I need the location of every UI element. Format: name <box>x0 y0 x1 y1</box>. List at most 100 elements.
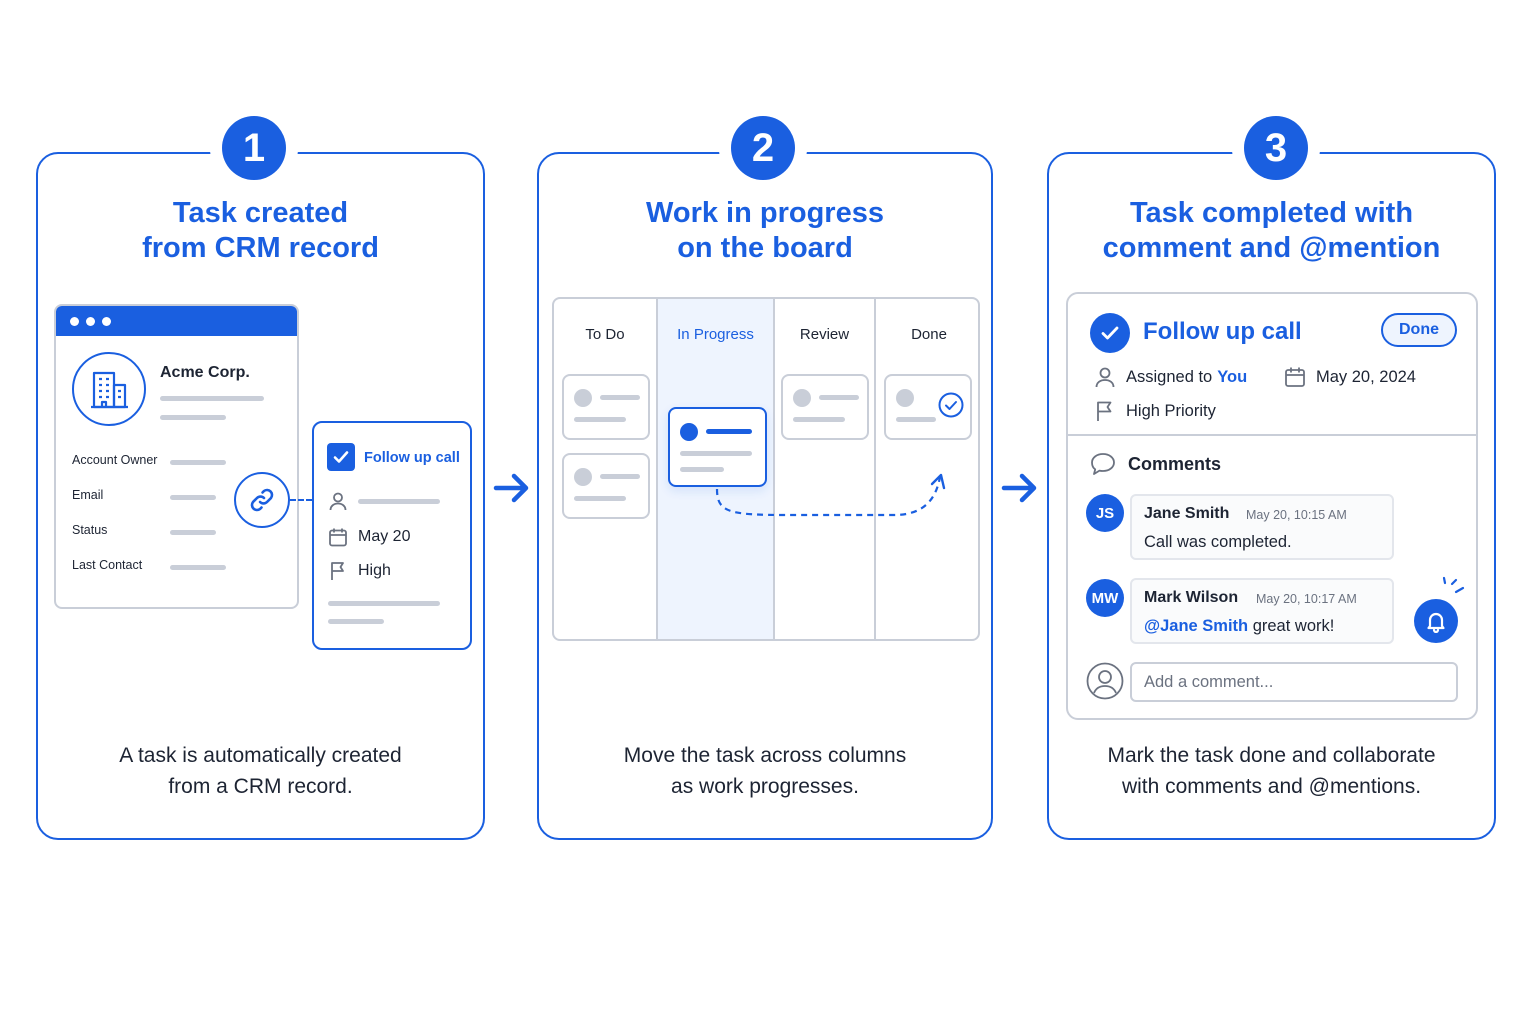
placeholder-line <box>328 619 384 624</box>
crm-record-window: Acme Corp. Account Owner Email Status La… <box>54 304 299 609</box>
step-2-title: Work in progress on the board <box>539 196 991 266</box>
crm-field-last-contact: Last Contact <box>72 558 143 572</box>
step-2-caption-line-1: Move the task across columns <box>623 744 907 767</box>
board-card-completed[interactable] <box>884 374 972 440</box>
board-card[interactable] <box>562 374 650 440</box>
crm-window-titlebar <box>56 306 297 336</box>
mention-link[interactable]: @Jane Smith <box>1144 617 1249 635</box>
arrow-right-icon <box>1001 473 1037 503</box>
person-icon <box>1095 367 1115 388</box>
assigned-label: Assigned to <box>1126 367 1213 386</box>
notification-rays <box>1442 576 1465 594</box>
crm-field-status: Status <box>72 523 108 537</box>
comment-author: Mark Wilson <box>1144 589 1239 606</box>
step-2-caption: Move the task across columns as work pro… <box>539 740 991 802</box>
due-date: May 20, 2024 <box>1316 367 1416 386</box>
placeholder-dot <box>896 389 914 407</box>
comment-text-body: great work! <box>1248 617 1335 635</box>
placeholder-line <box>358 498 440 504</box>
placeholder-line <box>680 467 724 472</box>
avatar: JS <box>1086 494 1124 532</box>
moving-task-card[interactable] <box>668 407 767 487</box>
placeholder-line <box>574 417 626 422</box>
comment-input[interactable] <box>1130 662 1458 702</box>
user-avatar-icon <box>1086 662 1124 700</box>
placeholder-line <box>819 395 859 400</box>
step-1-caption: A task is automatically created from a C… <box>38 740 483 802</box>
step-2-title-line-2: on the board <box>677 232 853 264</box>
step-1-caption-line-2: from a CRM record. <box>168 775 353 798</box>
link-icon <box>234 472 290 528</box>
divider <box>1068 434 1476 436</box>
window-dot-icon <box>86 316 95 326</box>
placeholder-line <box>160 415 226 420</box>
person-icon <box>329 492 347 511</box>
board-card[interactable] <box>781 374 869 440</box>
step-3-caption-line-1: Mark the task done and collaborate <box>1107 744 1436 767</box>
column-header-review: Review <box>799 326 850 343</box>
step-1-caption-line-1: A task is automatically created <box>119 744 402 767</box>
arrow-right-icon <box>493 473 529 503</box>
placeholder-line <box>328 601 440 606</box>
check-circle-icon[interactable] <box>1090 313 1130 353</box>
placeholder-line <box>600 395 640 400</box>
step-2-title-line-1: Work in progress <box>646 197 884 229</box>
bell-icon[interactable] <box>1414 599 1458 643</box>
kanban-board: To Do In Progress Review Done <box>552 297 980 641</box>
placeholder-line <box>170 495 216 500</box>
step-3-caption: Mark the task done and collaborate with … <box>1049 740 1494 802</box>
flag-icon <box>1097 401 1112 421</box>
placeholder-line <box>793 417 845 422</box>
comment-text: Call was completed. <box>1144 533 1292 551</box>
step-1-panel: 1 Task created from CRM record Acme Corp… <box>36 116 485 840</box>
placeholder-line <box>680 451 752 456</box>
step-2-caption-line-2: as work progresses. <box>671 775 859 798</box>
step-1-title-line-1: Task created <box>172 197 349 229</box>
task-card-due-date: May 20 <box>358 528 411 545</box>
board-column-todo[interactable]: To Do <box>554 299 658 639</box>
placeholder-line <box>896 417 936 422</box>
placeholder-dot <box>793 389 811 407</box>
window-dot-icon <box>70 316 79 326</box>
step-3-title-line-1: Task completed with <box>1129 197 1414 229</box>
status-badge[interactable]: Done <box>1381 313 1457 347</box>
flag-icon <box>331 562 344 580</box>
task-line <box>706 429 752 434</box>
task-card-assignee-row <box>328 491 440 511</box>
comment-author: Jane Smith <box>1144 505 1230 522</box>
placeholder-dot <box>574 468 592 486</box>
step-3-badge: 3 <box>1244 116 1308 180</box>
crm-field-account-owner: Account Owner <box>72 453 158 467</box>
step-3-panel: 3 Task completed with comment and @menti… <box>1047 116 1496 840</box>
placeholder-line <box>170 565 226 570</box>
board-card[interactable] <box>562 453 650 519</box>
task-dot <box>680 423 698 441</box>
comment-item: Jane Smith May 20, 10:15 AM Call was com… <box>1130 494 1394 560</box>
link-connector <box>290 499 312 501</box>
placeholder-dot <box>574 389 592 407</box>
comment-text: @Jane Smith great work! <box>1144 617 1334 636</box>
comments-header: Comments <box>1090 452 1221 476</box>
board-column-done[interactable]: Done <box>876 299 978 639</box>
calendar-icon <box>329 528 347 547</box>
step-2-badge: 2 <box>731 116 795 180</box>
comment-timestamp: May 20, 10:15 AM <box>1246 508 1347 522</box>
task-card-priority: High <box>358 562 391 579</box>
priority-row: High Priority <box>1094 400 1216 422</box>
assignee-link[interactable]: You <box>1217 367 1248 386</box>
check-circle-icon <box>938 392 964 418</box>
task-card[interactable]: Follow up call May 20 High <box>312 421 472 650</box>
placeholder-line <box>574 496 626 501</box>
placeholder-line <box>170 530 216 535</box>
board-column-review[interactable]: Review <box>775 299 876 639</box>
date-row: May 20, 2024 <box>1284 366 1416 388</box>
comment-item: Mark Wilson May 20, 10:17 AM @Jane Smith… <box>1130 578 1394 644</box>
step-3-title: Task completed with comment and @mention <box>1049 196 1494 266</box>
comment-icon <box>1091 453 1115 475</box>
step-1-badge: 1 <box>222 116 286 180</box>
crm-field-email: Email <box>72 488 104 502</box>
window-dot-icon <box>102 316 111 326</box>
checkbox-icon[interactable] <box>327 443 355 471</box>
